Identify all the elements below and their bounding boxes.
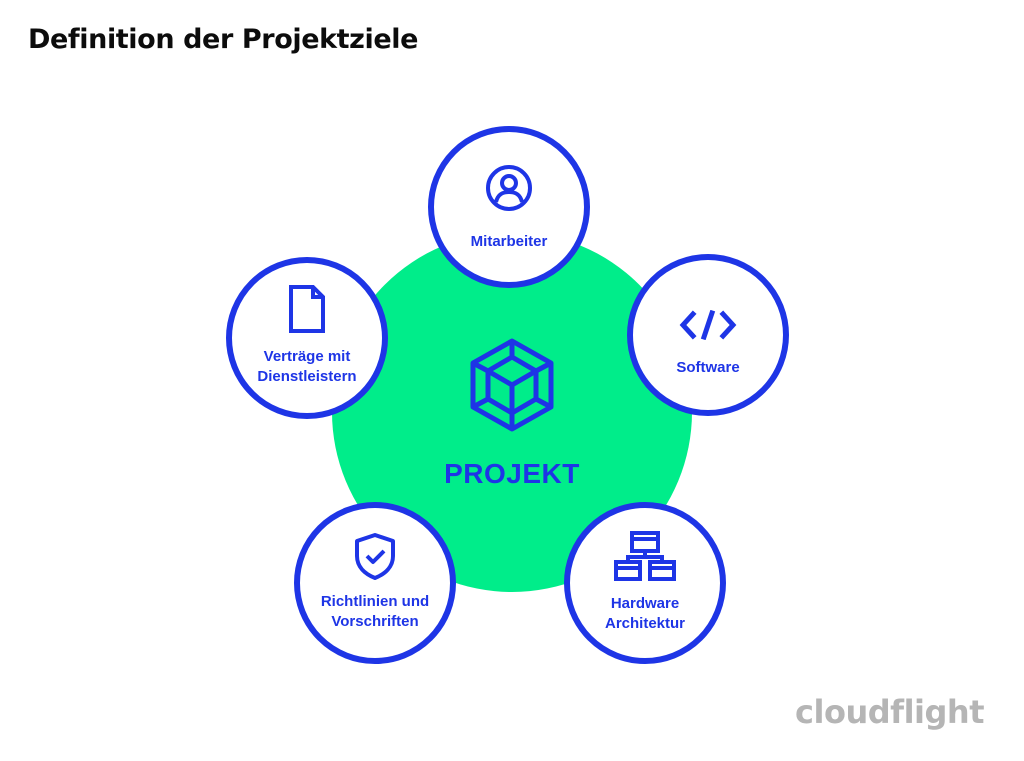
code-icon: [633, 310, 783, 340]
node-mitarbeiter: Mitarbeiter: [428, 126, 590, 288]
node-label-hardware: Hardware Architektur: [604, 595, 686, 632]
node-software: Software: [627, 254, 789, 416]
user-icon: [434, 164, 584, 212]
shield-check-icon: [300, 532, 450, 580]
node-label-software: Software: [676, 359, 740, 376]
node-label-mitarbeiter: Mitarbeiter: [470, 233, 548, 250]
project-label: PROJEKT: [444, 458, 580, 489]
node-label-vertraege: Verträge mit Dienstleistern: [257, 348, 357, 385]
node-vertraege: Verträge mit Dienstleistern: [226, 257, 388, 419]
cloudflight-logo: cloudflight: [795, 693, 984, 731]
cube-icon: [463, 336, 561, 439]
document-icon: [232, 283, 382, 335]
node-richtlinien: Richtlinien und Vorschriften: [294, 502, 456, 664]
node-hardware: Hardware Architektur: [564, 502, 726, 664]
network-icon: [570, 530, 720, 582]
page-title: Definition der Projektziele: [28, 24, 419, 55]
node-label-richtlinien: Richtlinien und Vorschriften: [320, 593, 430, 630]
